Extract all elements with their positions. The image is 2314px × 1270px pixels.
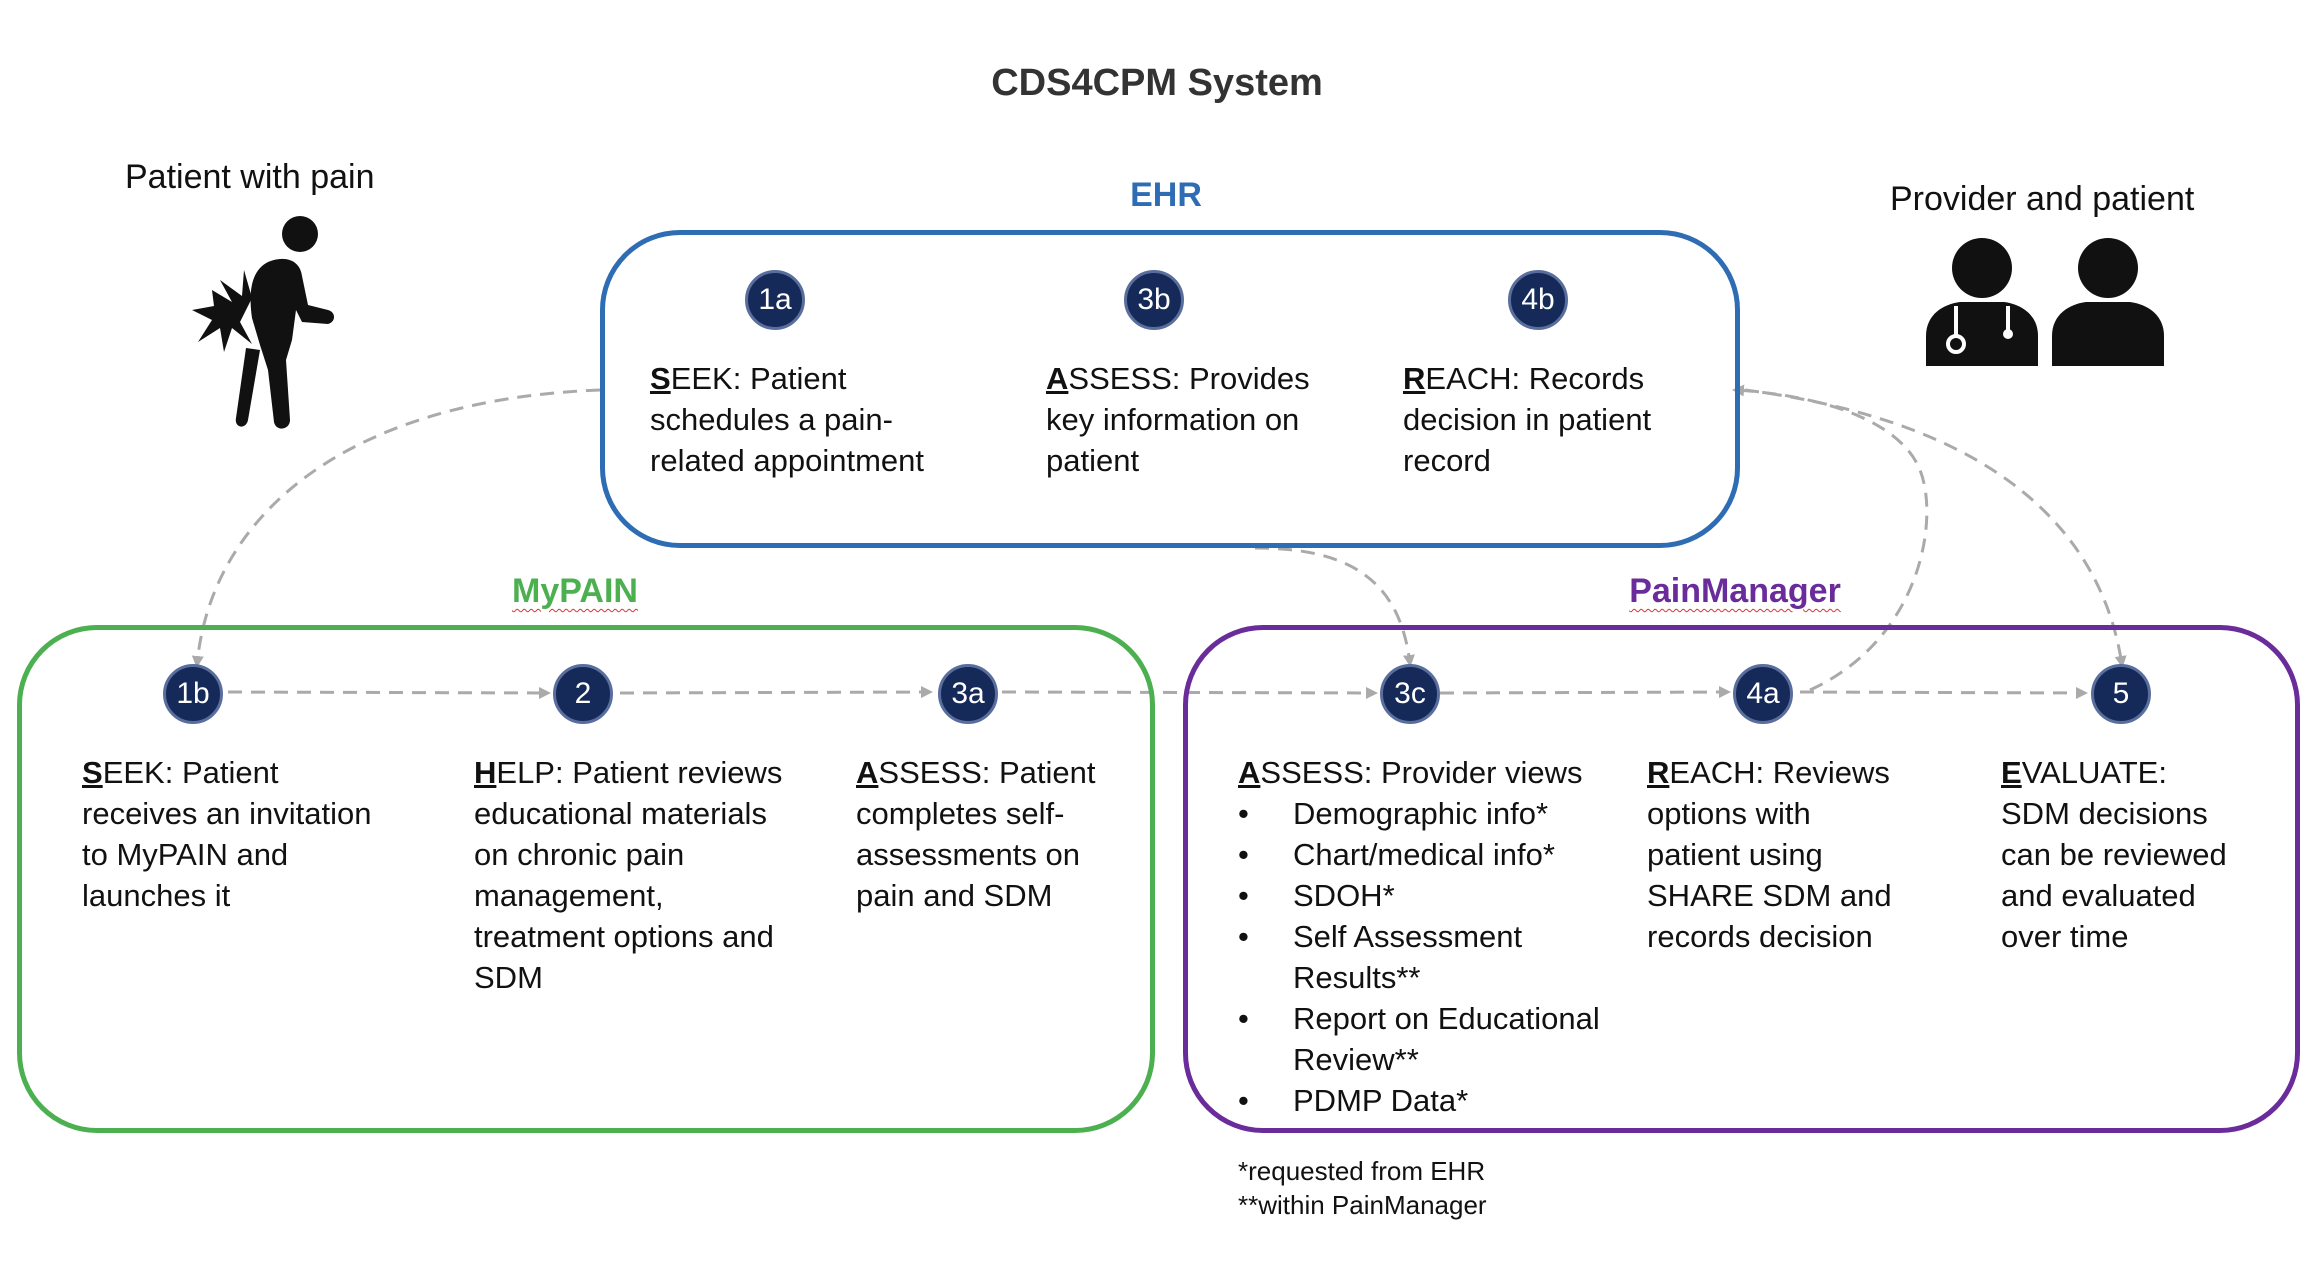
- step-badge-3b: 3b: [1124, 270, 1184, 330]
- step-body: EACH: Records decision in patient record: [1403, 361, 1652, 478]
- list-item: PDMP Data*: [1238, 1080, 1618, 1121]
- step-lead: S: [82, 755, 103, 790]
- mypain-label: MyPAIN: [512, 572, 638, 610]
- step-2-text: HELP: Patient reviews educational materi…: [474, 752, 784, 998]
- step-badge-4b: 4b: [1508, 270, 1568, 330]
- step-body: EEK: Patient receives an invitation to M…: [82, 755, 372, 913]
- list-item: SDOH*: [1238, 875, 1618, 916]
- step-badge-1b: 1b: [163, 664, 223, 724]
- step-1a-text: SEEK: Patient schedules a pain-related a…: [650, 358, 970, 481]
- list-item: Report on Educational Review**: [1238, 998, 1623, 1080]
- provider-view-list: Demographic info* Chart/medical info* SD…: [1238, 793, 1618, 1121]
- step-lead: H: [474, 755, 497, 790]
- step-body: ELP: Patient reviews educational materia…: [474, 755, 783, 995]
- mypain-box: [17, 625, 1155, 1133]
- step-lead: A: [856, 755, 879, 790]
- step-lead: A: [1238, 755, 1261, 790]
- arrow-ehr-to-5: [1744, 388, 2127, 668]
- arrow-ehr-to-3c: [1254, 546, 1415, 667]
- footnote-ehr: *requested from EHR: [1238, 1156, 1486, 1186]
- step-lead: R: [1403, 361, 1426, 396]
- step-3a-text: ASSESS: Patient completes self-assessmen…: [856, 752, 1126, 916]
- arrow-ehr-to-1b: [191, 388, 601, 668]
- step-1b-text: SEEK: Patient receives an invitation to …: [82, 752, 402, 916]
- arrow-4a-to-5: [1799, 686, 2088, 699]
- step-badge-2: 2: [553, 664, 613, 724]
- ehr-box: [600, 230, 1740, 548]
- diagram-title: CDS4CPM System: [991, 62, 1323, 104]
- patient-label: Patient with pain: [125, 158, 375, 196]
- step-lead: R: [1647, 755, 1670, 790]
- person-in-pain-icon: [192, 216, 334, 429]
- step-badge-3a: 3a: [938, 664, 998, 724]
- footnote-painmanager: **within PainManager: [1238, 1190, 1487, 1220]
- step-body: SSESS: Provides key information on patie…: [1046, 361, 1310, 478]
- arrow-1b-to-2: [227, 686, 551, 699]
- step-4a-text: REACH: Reviews options with patient usin…: [1647, 752, 1897, 957]
- step-4b-text: REACH: Records decision in patient recor…: [1403, 358, 1703, 481]
- ehr-label: EHR: [1130, 176, 1202, 214]
- provider-and-patient-icon: [1926, 238, 2164, 366]
- step-3c-text: ASSESS: Provider views Demographic info*…: [1238, 752, 1618, 1121]
- step-badge-4a: 4a: [1733, 664, 1793, 724]
- step-body: EACH: Reviews options with patient using…: [1647, 755, 1892, 954]
- painmanager-label: PainManager: [1629, 572, 1841, 610]
- painmanager-box: [1183, 625, 2300, 1133]
- step-body: SSESS: Provider views: [1260, 755, 1583, 790]
- step-badge-1a: 1a: [745, 270, 805, 330]
- arrow-3c-to-4a: [1439, 686, 1731, 699]
- step-body: VALUATE: SDM decisions can be reviewed a…: [2001, 755, 2227, 954]
- step-badge-5: 5: [2091, 664, 2151, 724]
- step-badge-3c: 3c: [1380, 664, 1440, 724]
- step-lead: E: [2001, 755, 2022, 790]
- arrow-2-to-3a: [619, 686, 933, 699]
- list-item: Chart/medical info*: [1238, 834, 1618, 875]
- step-lead: A: [1046, 361, 1069, 396]
- list-item: Demographic info*: [1238, 793, 1618, 834]
- step-body: SSESS: Patient completes self-assessment…: [856, 755, 1096, 913]
- step-3b-text: ASSESS: Provides key information on pati…: [1046, 358, 1366, 481]
- list-item: Self Assessment Results**: [1238, 916, 1523, 998]
- step-body: EEK: Patient schedules a pain-related ap…: [650, 361, 925, 478]
- provider-label: Provider and patient: [1890, 180, 2195, 218]
- step-lead: S: [650, 361, 671, 396]
- step-5-text: EVALUATE: SDM decisions can be reviewed …: [2001, 752, 2241, 957]
